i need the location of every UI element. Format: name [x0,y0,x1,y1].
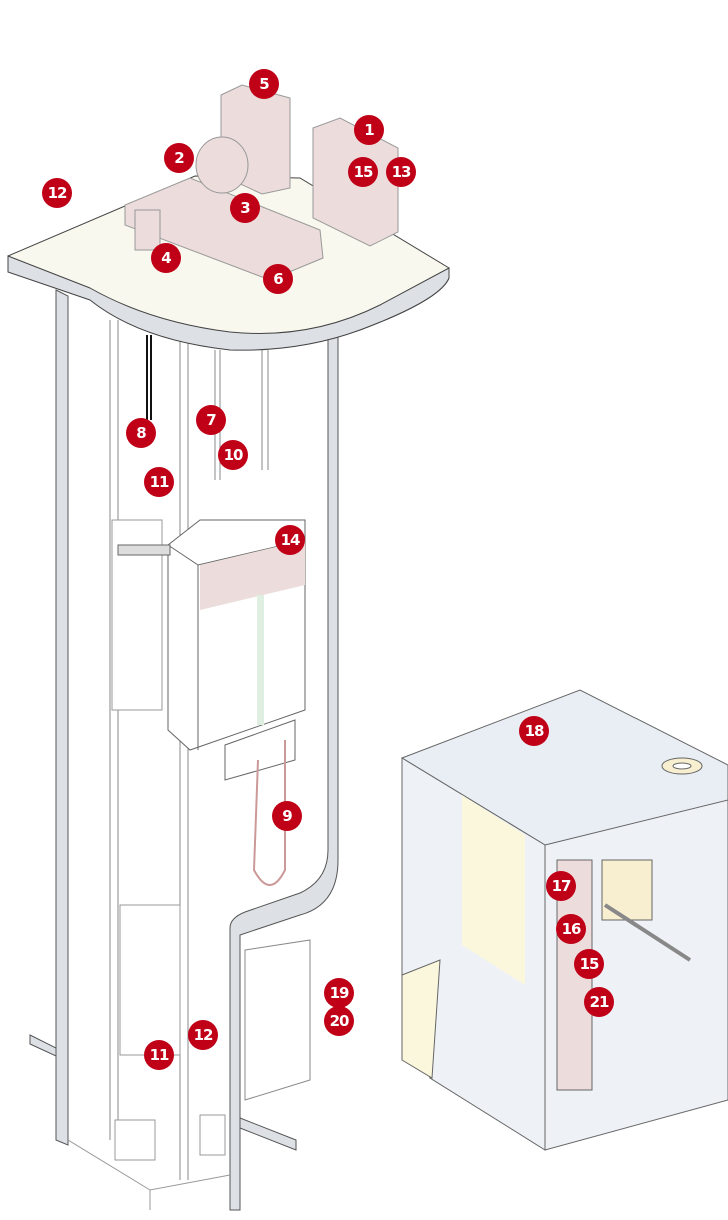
shaft-walls [29,289,339,1211]
callout-12-pit[interactable]: 12 [188,1020,218,1050]
machine-equipment [124,84,399,281]
callout-16[interactable]: 16 [556,914,586,944]
callout-10[interactable]: 10 [218,440,248,470]
travelling-cable [252,740,286,886]
callout-8[interactable]: 8 [126,418,156,448]
callout-15-cabin[interactable]: 15 [574,949,604,979]
callout-1[interactable]: 1 [354,115,384,145]
callout-21[interactable]: 21 [584,987,614,1017]
callout-3[interactable]: 3 [230,193,260,223]
callout-20[interactable]: 20 [324,1006,354,1036]
callout-19[interactable]: 19 [324,978,354,1008]
shaft-floor [67,1139,231,1210]
callout-15[interactable]: 15 [348,157,378,187]
elevator-car [117,519,306,781]
callout-7[interactable]: 7 [196,405,226,435]
callout-14[interactable]: 14 [275,525,305,555]
callout-2[interactable]: 2 [164,143,194,173]
callout-11-pit[interactable]: 11 [144,1040,174,1070]
callout-6[interactable]: 6 [263,264,293,294]
callout-17[interactable]: 17 [546,871,576,901]
landing-door [244,939,311,1101]
callout-9[interactable]: 9 [272,801,302,831]
hoist-ropes [146,335,152,420]
callout-11[interactable]: 11 [144,467,174,497]
cabin-cutaway [400,689,728,1151]
callout-5[interactable]: 5 [249,69,279,99]
callout-13[interactable]: 13 [386,157,416,187]
callout-12[interactable]: 12 [42,178,72,208]
callout-18[interactable]: 18 [519,716,549,746]
callout-4[interactable]: 4 [151,243,181,273]
